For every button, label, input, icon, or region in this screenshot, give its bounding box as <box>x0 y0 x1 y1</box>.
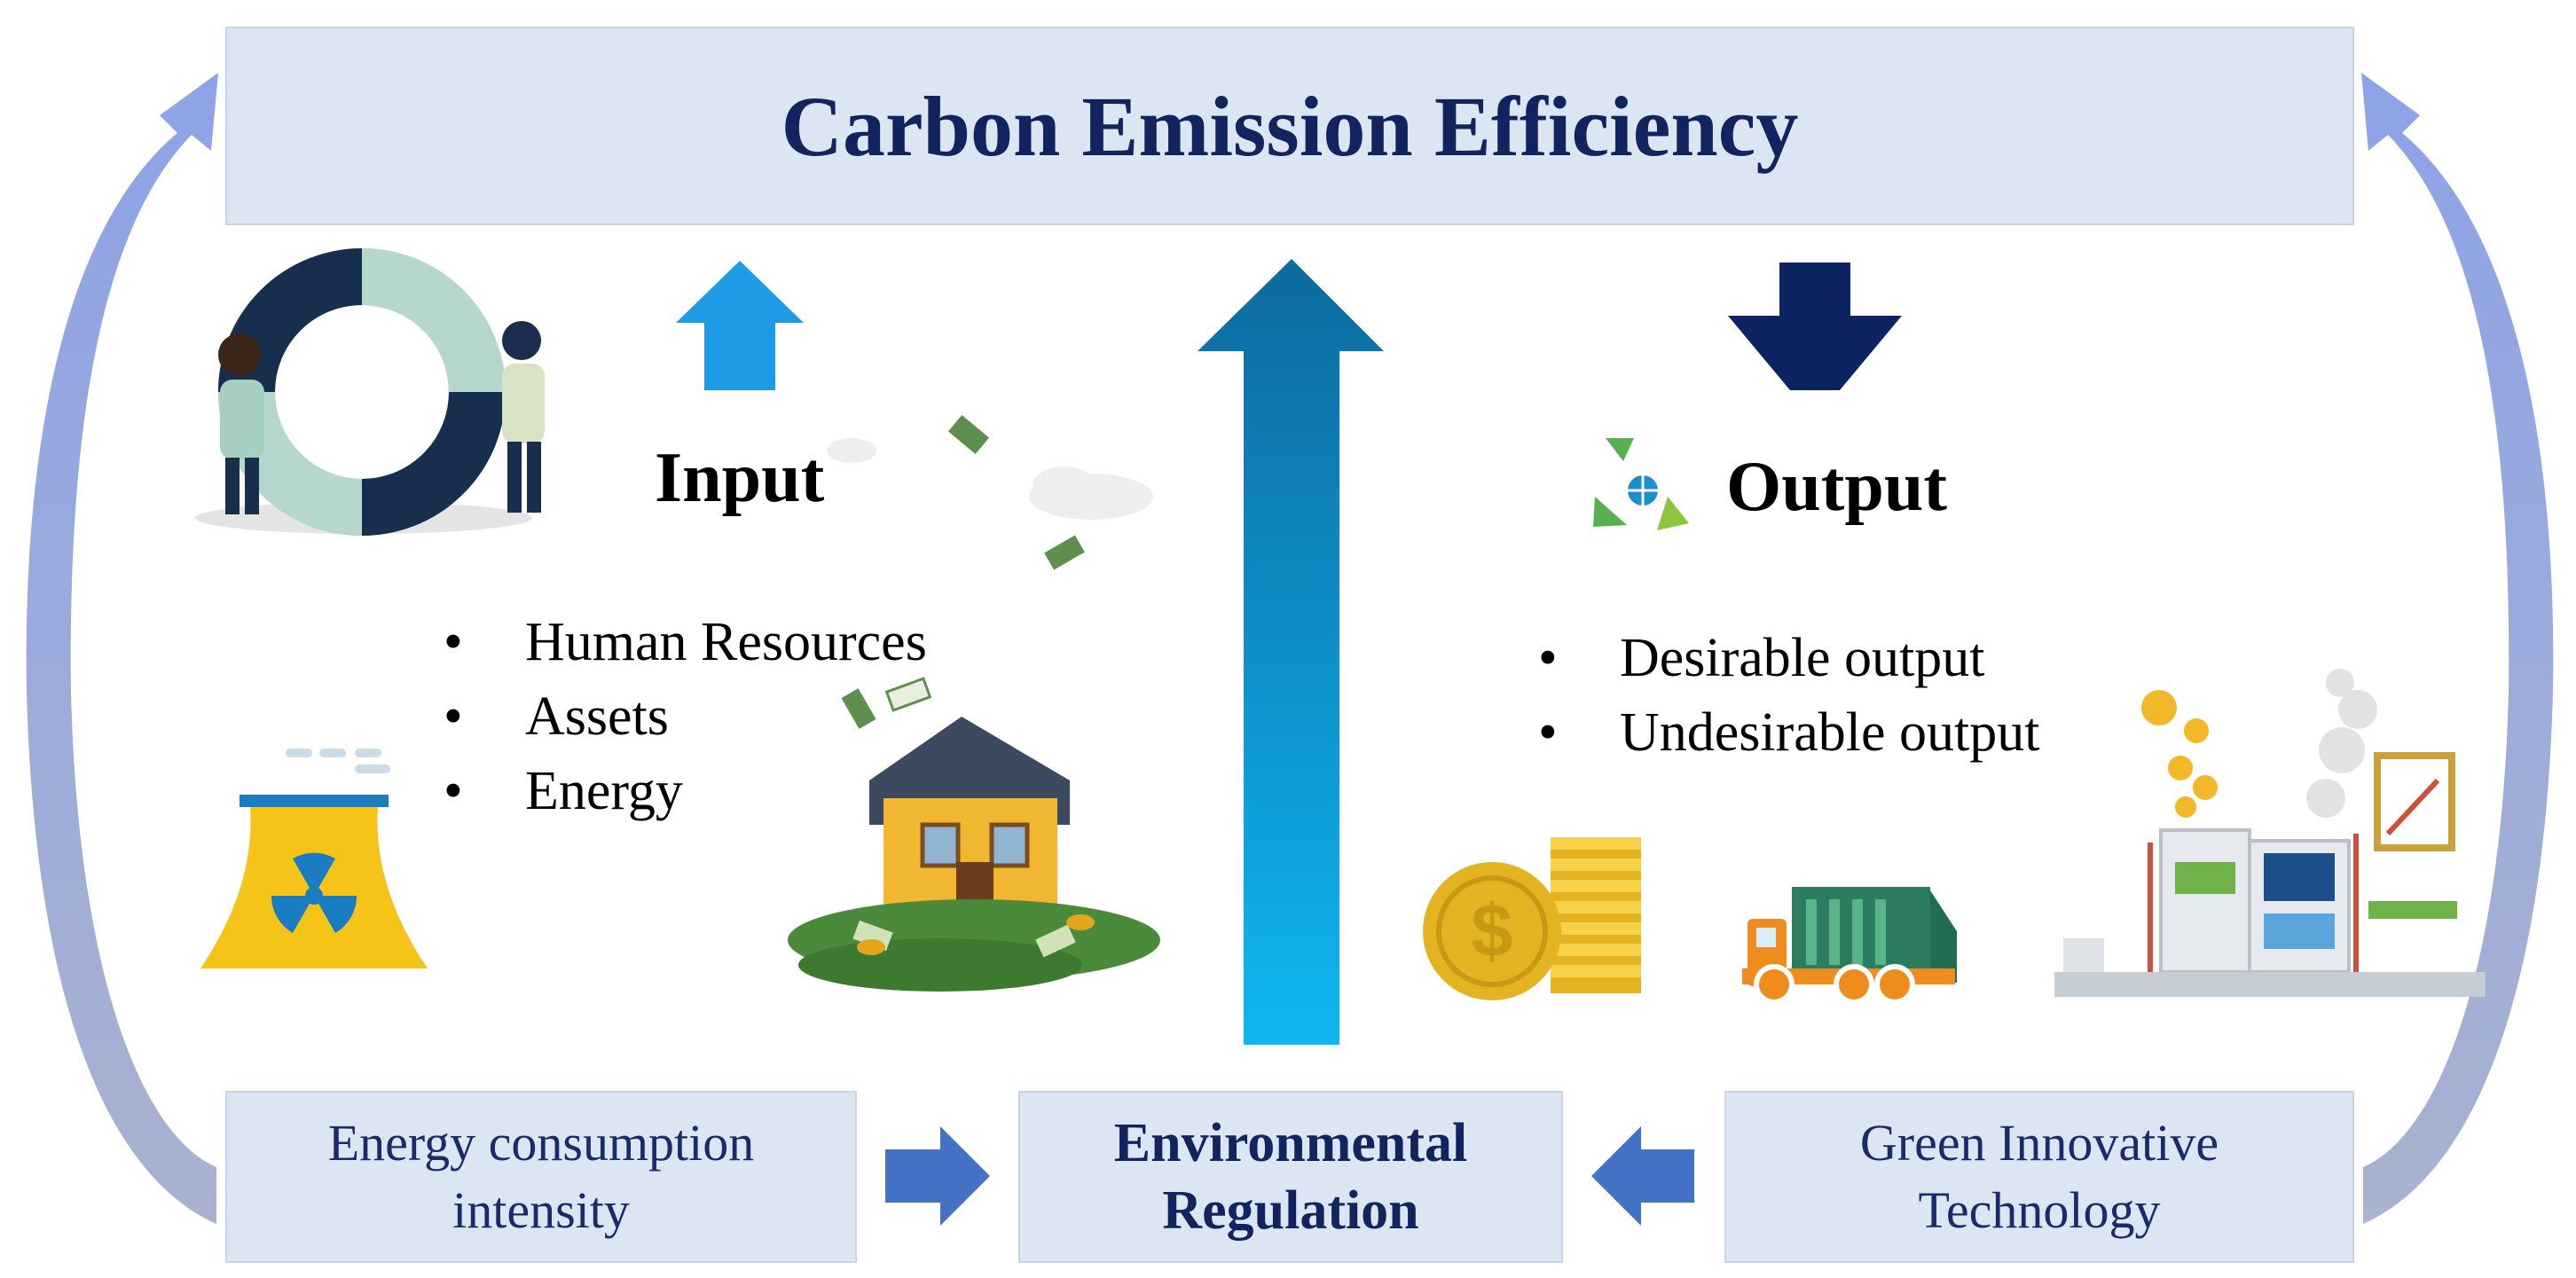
output-item-undesirable: Undesirable output <box>1538 695 2040 770</box>
title-box: Carbon Emission Efficiency <box>225 27 2354 225</box>
coins-icon: $ <box>1423 837 1641 1000</box>
green-technology-label: Green Innovative Technology <box>1859 1114 2219 1239</box>
right-feedback-arrow <box>2361 73 2554 1224</box>
factory-icon <box>2054 669 2486 997</box>
output-down-arrow <box>1728 263 1902 390</box>
output-heading: Output <box>1726 448 1947 526</box>
green-technology-box: Green Innovative Technology <box>1724 1091 2354 1263</box>
central-up-arrow <box>1198 259 1384 1045</box>
nuclear-plant-icon <box>200 749 428 968</box>
energy-intensity-box: Energy consumption intensity <box>225 1091 857 1263</box>
teamwork-puzzle-icon <box>195 248 545 536</box>
input-item-energy: Energy <box>444 754 927 828</box>
recycle-globe-icon <box>1593 438 1689 530</box>
output-list: Desirable output Undesirable output <box>1538 621 2040 770</box>
input-list: Human Resources Assets Energy <box>444 605 927 828</box>
input-heading: Input <box>655 439 825 517</box>
svg-text:$: $ <box>1472 889 1513 972</box>
garbage-truck-icon <box>1742 887 1957 1005</box>
diagram-title: Carbon Emission Efficiency <box>781 78 1799 174</box>
energy-intensity-label: Energy consumption intensity <box>327 1114 755 1239</box>
output-item-desirable: Desirable output <box>1538 621 2040 695</box>
input-item-human-resources: Human Resources <box>444 605 927 679</box>
input-up-arrow <box>676 261 804 390</box>
environmental-regulation-box: Environmental Regulation <box>1018 1091 1563 1263</box>
input-item-assets: Assets <box>444 679 927 754</box>
technology-to-regulation-arrow <box>1591 1126 1694 1226</box>
energy-to-regulation-arrow <box>885 1126 990 1226</box>
left-feedback-arrow <box>26 73 218 1224</box>
environmental-regulation-label: Environmental Regulation <box>1113 1113 1468 1241</box>
